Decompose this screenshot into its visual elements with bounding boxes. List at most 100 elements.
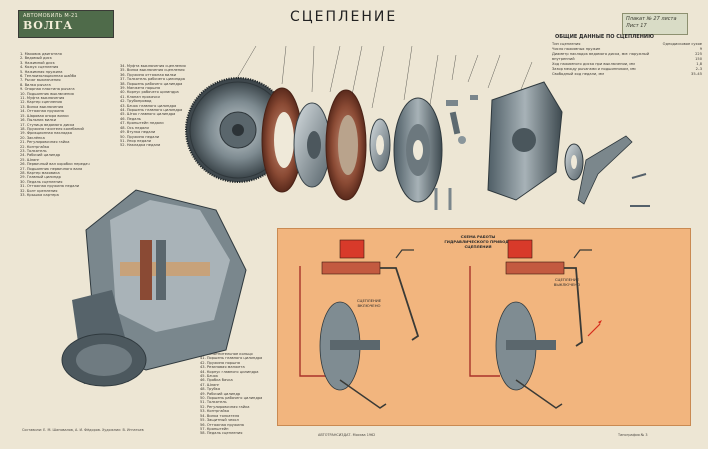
volga-logo: АВТОМОБИЛЬ М-21 ВОЛГА (18, 10, 114, 38)
general-data-key: Число нажимных пружин (552, 47, 601, 51)
caption-engaged: СЦЕПЛЕНИЕ ВКЛЮЧЕНО (356, 298, 382, 308)
legend-item: 42. Трубопровод (120, 99, 152, 104)
legend-item: 23. Толкатель (20, 148, 47, 153)
legend-item: 47. Кронштейн педали (120, 121, 164, 126)
poster-title: СЦЕПЛЕНИЕ (290, 9, 398, 25)
legend-item: 46. Педаль (120, 116, 141, 121)
general-data-row: Зазор между рычагами и подшипником, мм 2–… (552, 67, 702, 72)
general-data-key: Свободный ход педали, мм (552, 72, 604, 76)
legend-item: 54. Вилка толкателя (200, 413, 240, 418)
general-data-value: 150 (695, 57, 702, 61)
legend-item: 44. Поршень главного цилиндра (120, 108, 183, 113)
legend-item: 55. Защитный чехол (200, 418, 239, 423)
general-data-key: Диаметр накладок ведомого диска, мм: нар… (552, 52, 650, 56)
release-levers (434, 95, 478, 210)
general-data-value: 225 (695, 52, 702, 56)
legend-item: 48. Трубка (200, 387, 221, 392)
legend-item: 50. Поршень рабочего цилиндра (200, 396, 263, 401)
legend-item: 43. Бачок главного цилиндра (120, 103, 177, 108)
legend-item: 38. Поршень рабочего цилиндра (120, 81, 183, 86)
legend-item: 52. Регулировочная гайка (200, 404, 250, 409)
legend-item: 20. Заклёпка (20, 135, 45, 140)
legend-item: 17. Ступица ведомого диска (20, 122, 75, 127)
clutch-cover (393, 97, 443, 203)
legend-item: 45. Шток главного цилиндра (120, 112, 176, 117)
legend-item: 47. Шланг (200, 382, 220, 387)
legend-item: 35. Вилка выключения сцепления (120, 68, 185, 73)
clutch-housing (487, 81, 563, 201)
general-data-row: Диаметр накладок ведомого диска, мм: нар… (552, 52, 702, 57)
legend-item: 16. Пыльник вилки (20, 118, 57, 123)
legend-item: 27. Подшипник первичного вала (20, 166, 83, 171)
legend-item: 25. Шланг (20, 157, 40, 162)
stamp-line-2: Лист 17 (626, 23, 647, 29)
hydraulic-scheme-disengaged (469, 239, 602, 409)
legend-item: 50. Пружина педали (120, 134, 160, 139)
general-data-key: Зазор между рычагами и подшипником, мм (552, 67, 636, 71)
hydraulic-scheme-title: СХЕМА РАБОТЫ ГИДРАВЛИЧЕСКОГО ПРИВОДА СЦЕ… (444, 234, 512, 249)
logo-wordmark: ВОЛГА (23, 19, 74, 32)
legend-item: 52. Накладка педали (120, 143, 161, 148)
legend-item: 51. Толкатель (200, 400, 227, 405)
driven-disc (293, 102, 331, 188)
clutch-cutaway-assembly (61, 189, 247, 387)
legend-item: 33. Крышка картера (20, 193, 59, 197)
credits-left: Составили: Е. М. Шаповалов, А. И. Фёдоро… (22, 428, 144, 432)
legend-item: 28. Картер маховика (20, 170, 60, 175)
release-fork (577, 135, 650, 207)
stamp-line-1: Плакат № 27 листа (626, 16, 677, 22)
legend-item: 21. Регулировочная гайка (20, 140, 70, 145)
general-data-key: Ход нажимного диска при выключении, мм (552, 62, 635, 66)
legend-item: 32. Болт крепления (20, 188, 58, 193)
leader-lines (235, 45, 533, 109)
legend-item: 9. Опорная пластина рычага (20, 87, 75, 92)
general-data-value: Однодисковое сухое (662, 42, 702, 46)
legend-item: 22. Контргайка (20, 144, 50, 149)
legend-item: 42. Пружина поршня (200, 360, 240, 365)
legend-item: 48. Ось педали (120, 125, 149, 130)
legend-item: 2. Ведомый диск (20, 56, 52, 61)
legend-item: 58. Педаль сцепления (200, 431, 243, 436)
legend-item: 29. Главный цилиндр (20, 175, 61, 180)
legend-item: 49. Рабочий цилиндр (200, 391, 241, 396)
legend-item: 6. Теплоизоляционная шайба (20, 74, 77, 79)
legend-item: 30. Педаль сцепления (20, 179, 63, 184)
legend-item: 10. Подшипник выключения (20, 91, 74, 96)
legend-item: 57. Кронштейн (200, 426, 229, 431)
general-data-value: 2–3 (695, 67, 702, 71)
legend-item: 43. Резиновая манжета (200, 365, 245, 370)
legend-item: 5. Нажимная пружина (20, 69, 63, 74)
general-data-row: Число нажимных пружин 9 (552, 47, 702, 52)
legend-item: 26. Первичный вал коробки передач (20, 162, 90, 167)
legend-item: 37. Толкатель рабочего цилиндра (120, 77, 185, 82)
legend-item: 14. Оттяжная пружина (20, 109, 65, 114)
legend-item: 40. Корпус рабочего цилиндра (120, 90, 179, 95)
general-data-key: Тип сцепления (552, 42, 581, 46)
legend-item: 4. Кожух сцепления (20, 65, 59, 70)
legend-item: 7. Рычаг выключения (20, 78, 61, 83)
legend-item: 19. Фрикционная накладка (20, 131, 73, 136)
legend-item: 36. Пружина оттяжная вилки (120, 72, 177, 77)
publisher: АВТОТРАНСИЗДАТ. Москва 1962 (318, 433, 376, 437)
legend-item: 1. Маховик двигателя (20, 52, 62, 56)
logo-caption: АВТОМОБИЛЬ М-21 (23, 13, 79, 19)
legend-item: 46. Пробка бачка (200, 378, 233, 383)
legend-item: 39. Манжета поршня (120, 86, 161, 91)
friction-lining-disc (261, 87, 303, 193)
legend-item: 13. Вилка выключения (20, 104, 64, 109)
legend-item: 31. Оттяжная пружина педали (20, 184, 80, 189)
legend-item: 41. Поршень главного цилиндра (200, 356, 263, 361)
legend-item: 12. Картер сцепления (20, 100, 62, 105)
legend-item: 49. Втулка педали (120, 130, 156, 135)
general-data-value: 9 (699, 47, 702, 51)
general-data-title: ОБЩИЕ ДАННЫЕ ПО СЦЕПЛЕНИЮ (555, 34, 654, 40)
hydraulic-scheme-engaged (299, 239, 420, 409)
legend-item: 24. Рабочий цилиндр (20, 153, 61, 158)
legend-item: 44. Корпус главного цилиндра (200, 369, 259, 374)
